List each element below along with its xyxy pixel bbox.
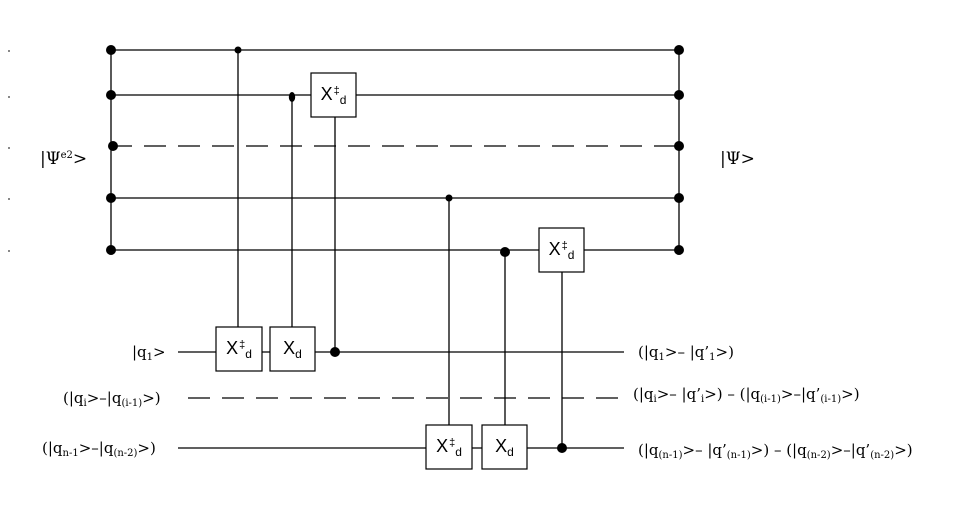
- gate-box-x-q1: [269, 326, 316, 372]
- gate-box-x-qn: [481, 424, 528, 470]
- gate-label-xdag-q1: X‡d: [226, 338, 252, 361]
- left-dot-1: [106, 45, 116, 55]
- margin-tick: [8, 50, 10, 52]
- control-dot-4: [445, 194, 453, 202]
- gate-box-xdag-top2: [310, 72, 357, 118]
- right-label-qn: (|q(n-1)>– |q’(n-1)>) – (|q(n-2)>–|q’(n-…: [638, 441, 913, 461]
- gate-label-xdag-qn: X‡d: [436, 436, 462, 459]
- margin-tick: [8, 198, 10, 200]
- left-label-q1: |q1>: [132, 343, 166, 363]
- right-state-label: |Ψ>: [720, 149, 755, 169]
- left-dot-3: [108, 141, 118, 151]
- left-dot-2: [106, 90, 116, 100]
- right-dot-4: [674, 193, 684, 203]
- right-dot-2: [674, 90, 684, 100]
- right-dot-1: [674, 45, 684, 55]
- margin-tick: [8, 96, 10, 98]
- gate-label-x-qn: Xd: [495, 436, 514, 459]
- margin-tick: [8, 250, 10, 252]
- left-label-qi: (|qi>–|q(i-1)>): [63, 389, 161, 409]
- left-dot-4: [106, 193, 116, 203]
- left-label-qn: (|qn-1>–|q(n-2)>): [42, 439, 156, 459]
- right-dot-3: [674, 141, 684, 151]
- margin-tick: [8, 147, 10, 149]
- right-dot-5: [674, 245, 684, 255]
- control-dot-6: [557, 443, 567, 453]
- control-dot-1: [234, 46, 242, 54]
- left-state-label: |Ψe2>: [40, 149, 88, 169]
- gate-label-xdag-top2: X‡d: [320, 84, 347, 107]
- control-dot-5: [500, 247, 510, 257]
- gate-label-xdag-top5: X‡d: [548, 239, 575, 262]
- right-label-q1: (|q1>– |q’1>): [638, 343, 734, 363]
- left-dot-5: [106, 245, 116, 255]
- gate-label-x-q1: Xd: [283, 338, 302, 361]
- control-dot-3: [330, 347, 340, 357]
- control-dot-2: [288, 92, 296, 102]
- right-label-qi: (|qi>– |q’i>) – (|q(i-1)>–|q’(i-1)>): [633, 385, 860, 405]
- gate-box-xdag-top5: [538, 227, 585, 273]
- gate-box-xdag-qn: [425, 424, 473, 470]
- gate-box-xdag-q1: [215, 326, 263, 372]
